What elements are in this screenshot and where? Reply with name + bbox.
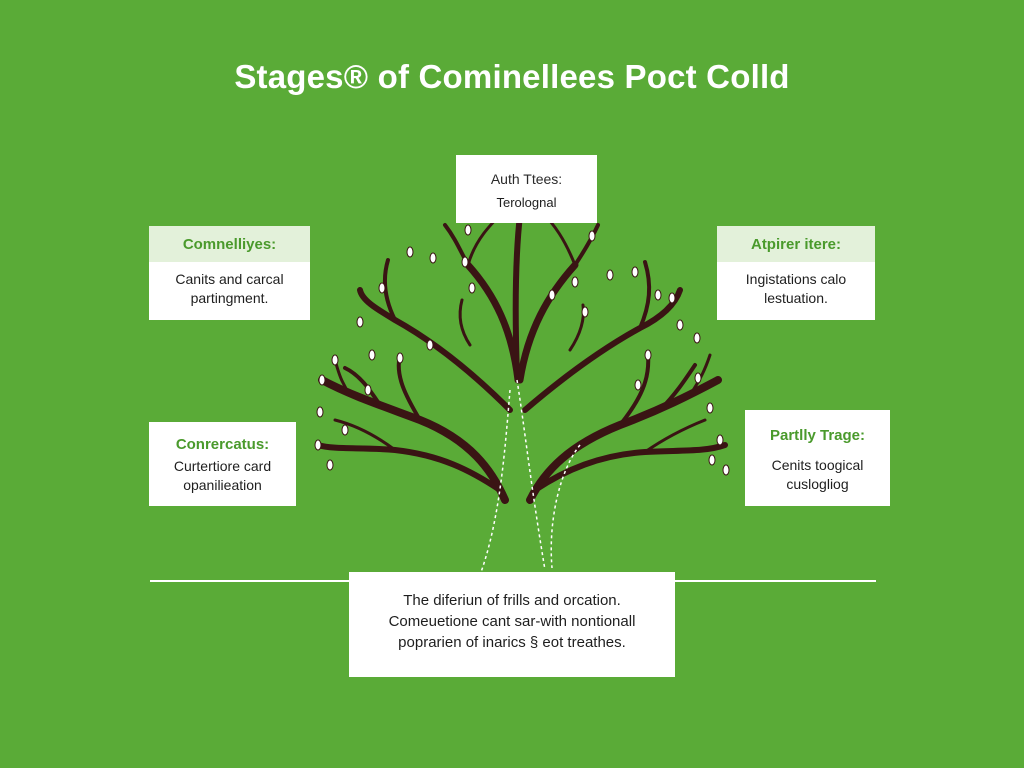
leaf [378,282,386,294]
leaf [368,349,376,361]
right-top-stage-card: Atpirer itere: Ingistations calo lestuat… [717,226,875,320]
leaf [668,292,676,304]
leaf [588,230,596,242]
leaf [314,439,322,451]
root-description-card: The diferiun of frills and orcation. Com… [349,572,675,677]
leaf [694,372,702,384]
left-bottom-stage-card: Conrercatus: Curtertiore card opanilieat… [149,422,296,506]
trunk-branch [516,261,579,384]
leaf [464,224,472,236]
leaf [426,339,434,351]
leaf [341,424,349,436]
leaf [364,384,372,396]
trunk-branch [357,287,513,413]
leaf [548,289,556,301]
twig [333,418,397,452]
trunk-branch [512,212,523,378]
leaf [676,319,684,331]
leaf [581,306,589,318]
right-top-stage-heading: Atpirer itere: [717,226,875,262]
leaf [654,289,662,301]
trunk-branch [522,287,683,413]
twig [573,223,600,267]
twig [382,258,397,322]
leaf [716,434,724,446]
twig [638,260,652,330]
right-bottom-stage-card: Partlly Trage: Cenits toogical cusloglio… [745,410,890,506]
leaf [571,276,579,288]
leaf [468,282,476,294]
right-bottom-stage-heading: Partlly Trage: [769,427,866,444]
leaf [316,406,324,418]
right-bottom-stage-text: Cenits toogical cuslogliog [745,456,890,494]
leaf [326,459,334,471]
trunk-outline [516,379,546,571]
leaf [631,266,639,278]
text-line: opanilieation [183,477,262,493]
text-line: Cenits toogical [771,457,864,473]
left-bottom-stage-heading: Conrercatus: [175,436,270,453]
text-line: Comeuetione cant sar-with nontionall [388,613,636,630]
text-line: Curtertiore card [173,458,272,474]
text-line: cuslogliog [786,476,849,492]
leaf [396,352,404,364]
page-title: Stages® of Cominellees Poct Colld [234,58,790,95]
trunk-branch [532,442,728,493]
text-line: Canits and carcal [175,271,284,287]
twig [458,298,472,347]
text-line: lestuation. [764,290,828,306]
leaf [331,354,339,366]
root-description-text: The diferiun of frills and orcation. Com… [349,590,675,653]
twig [688,353,712,397]
trunk-branch [464,261,522,384]
leaf [722,464,730,476]
left-top-stage-card: Comnelliyes: Canits and carcal partingme… [149,226,310,320]
twig [568,303,585,352]
leaf [644,349,652,361]
right-top-stage-text: Ingistations calo lestuation. [717,262,875,308]
trunk-branch [318,376,509,504]
left-top-stage-text: Canits and carcal partingment. [149,262,310,308]
twig [658,363,697,412]
leaf [708,454,716,466]
text-line: The diferiun of frills and orcation. [403,592,621,609]
twig [343,366,382,407]
top-stage-heading: Auth Ttees: [490,171,563,187]
leaf [429,252,437,264]
leaf [406,246,414,258]
leaf [706,402,714,414]
left-bottom-stage-text: Curtertiore card opanilieation [149,457,296,495]
twig [643,418,707,454]
leaf [606,269,614,281]
leaf [634,379,642,391]
trunk-branch [526,376,722,504]
leaf [461,256,469,268]
leaf [356,316,364,328]
twig [618,353,651,427]
text-line: Ingistations calo [745,271,847,287]
leaf [693,332,701,344]
text-line: partingment. [190,290,269,306]
top-stage-text: Terolognal [496,195,557,210]
text-line: poprarien of inarics § eot treathes. [398,634,626,651]
left-top-stage-heading: Comnelliyes: [149,226,310,262]
leaf [318,374,326,386]
top-stage-card: Auth Ttees: Terolognal [456,155,597,223]
